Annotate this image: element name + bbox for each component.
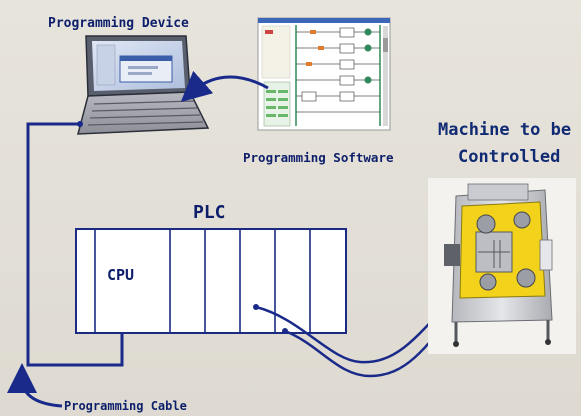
programming-cable-label: Programming Cable: [64, 399, 187, 413]
cpu-label: CPU: [107, 266, 135, 284]
plc-rack: [75, 228, 347, 334]
programming-software-label: Programming Software: [243, 150, 394, 165]
io-wire-1: [255, 297, 453, 364]
cable-label-arrow: [7, 363, 63, 408]
laptop-icon: [77, 35, 210, 135]
machine-label-line2: Controlled: [458, 147, 561, 167]
software-to-device-arrow: [180, 70, 269, 102]
plc-label: PLC: [193, 202, 226, 223]
software-screenshot: [257, 17, 391, 131]
programming-device-label: Programming Device: [48, 16, 189, 31]
cable-connector-laptop: [77, 121, 83, 127]
machine-label-line1: Machine to be: [438, 120, 572, 140]
machine-icon: [428, 178, 576, 354]
